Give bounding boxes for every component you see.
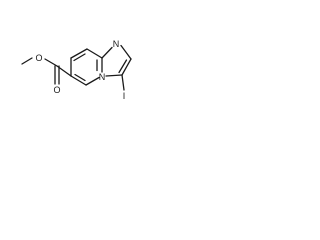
bond-c3-n4	[105, 74, 123, 77]
bond-c5-n4	[85, 76, 100, 86]
bond-c2-c3	[121, 58, 132, 76]
atom-label-iodine: I	[123, 91, 126, 101]
bond-c2-c3-inner	[118, 59, 128, 74]
chemical-structure: O O N N I	[21, 39, 132, 101]
bond-c8a-c8	[86, 48, 103, 59]
atom-label-bridge-nitrogen: N	[99, 72, 106, 82]
atom-label-carbonyl-oxygen: O	[53, 85, 60, 95]
atom-label-methoxy-oxygen: O	[35, 53, 42, 63]
bond-c8-c7-inner	[73, 53, 86, 62]
bond-c8a-n1	[101, 46, 113, 59]
bond-c3-i	[121, 74, 125, 91]
bond-c6-c5-inner	[74, 73, 86, 82]
atom-label-ring-nitrogen: N	[113, 39, 120, 49]
bond-n1-c2	[120, 44, 132, 60]
bond-o-methyl	[21, 57, 33, 65]
bond-c-o-ester	[44, 58, 58, 67]
bond-c8-c7	[70, 48, 88, 59]
bond-c6-c5	[70, 75, 87, 86]
